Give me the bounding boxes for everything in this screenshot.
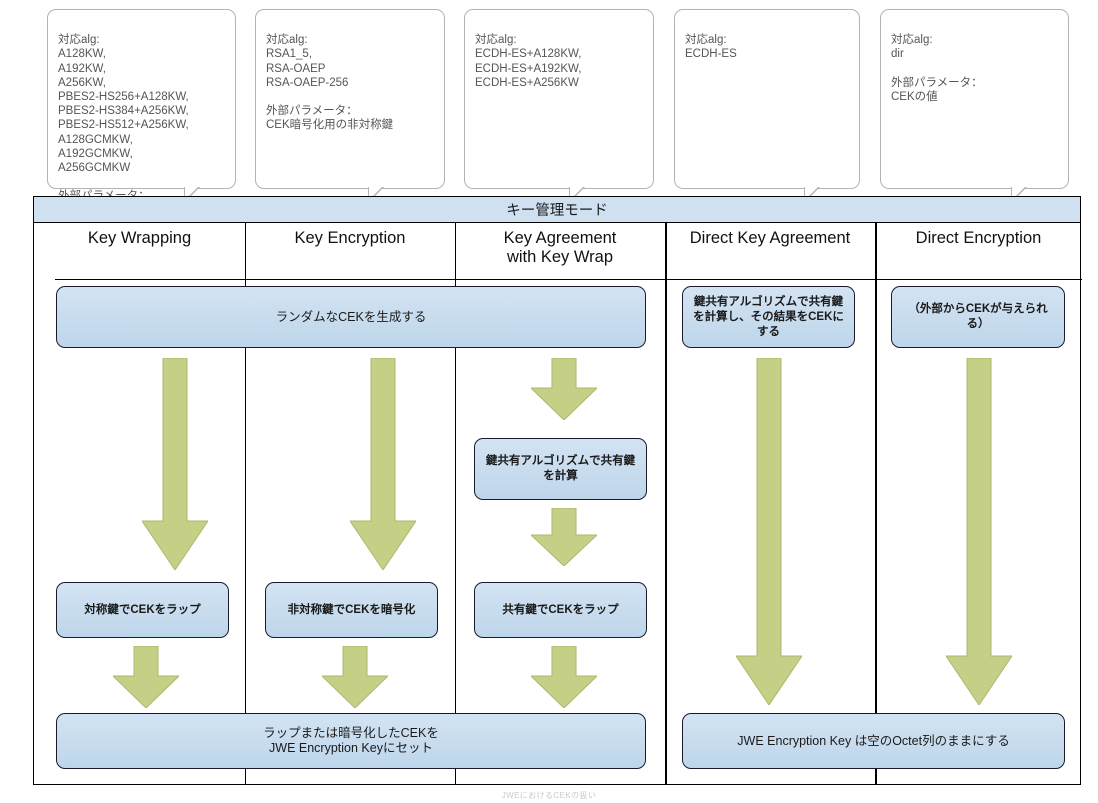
arrow-direct-encryption — [946, 358, 1012, 705]
title-underline-5 — [875, 279, 1082, 280]
title-underline-1 — [55, 279, 245, 280]
arrow-direct-key-agreement — [736, 358, 802, 705]
arrow-key-agreement-1 — [531, 358, 597, 420]
box-wrap-with-symmetric: 対称鍵でCEKをラップ — [56, 582, 229, 638]
box-set-jwe-encryption-key: ラップまたは暗号化したCEKを JWE Encryption Keyにセット — [56, 713, 646, 769]
title-underline-4 — [665, 279, 875, 280]
box-label: （外部からCEKが与えられ る） — [908, 303, 1048, 330]
column-title-key-encryption: Key Encryption — [245, 223, 455, 279]
diagram-title-bar: キー管理モード — [34, 197, 1080, 223]
box-encrypt-with-asymmetric: 非対称鍵でCEKを暗号化 — [265, 582, 438, 638]
callout-direct-encryption: 対応alg: dir 外部パラメータ： CEKの値 — [880, 9, 1069, 203]
title-underline-2 — [245, 279, 455, 280]
column-title-text: Key Encryption — [294, 229, 406, 247]
box-empty-jwe-encryption-key: JWE Encryption Key は空のOctet列のままにする — [682, 713, 1065, 769]
column-separator-3 — [665, 223, 667, 784]
box-compute-shared-key: 鍵共有アルゴリズムで共有鍵 を計算 — [474, 438, 647, 500]
callout-text: 対応alg: ECDH-ES+A128KW, ECDH-ES+A192KW, E… — [475, 34, 582, 89]
column-title-key-agreement-with-key-wrap: Key Agreement with Key Wrap — [455, 223, 665, 279]
key-management-mode-frame: キー管理モード Key Wrapping Key Encryption Key … — [33, 196, 1082, 785]
arrow-key-encryption-1 — [350, 358, 416, 570]
column-title-direct-key-agreement: Direct Key Agreement — [665, 223, 875, 279]
arrow-key-encryption-2 — [322, 646, 388, 708]
column-title-key-wrapping: Key Wrapping — [34, 223, 245, 279]
box-label: JWE Encryption Key は空のOctet列のままにする — [737, 733, 1010, 748]
bottom-caption: JWEにおけるCEKの扱い — [501, 791, 597, 800]
callout-key-encryption: 対応alg: RSA1_5, RSA-OAEP RSA-OAEP-256 外部パ… — [255, 9, 445, 203]
column-title-text: Direct Encryption — [915, 229, 1042, 247]
callout-text: 対応alg: ECDH-ES — [685, 34, 737, 61]
box-label: 対称鍵でCEKをラップ — [84, 603, 201, 616]
column-title-direct-encryption: Direct Encryption — [875, 223, 1082, 279]
arrow-key-agreement-3 — [531, 646, 597, 708]
callout-text: 対応alg: RSA1_5, RSA-OAEP RSA-OAEP-256 外部パ… — [266, 34, 394, 132]
arrow-key-wrapping-1 — [142, 358, 208, 570]
callout-text: 対応alg: dir 外部パラメータ： CEKの値 — [891, 34, 983, 104]
arrow-key-wrapping-2 — [113, 646, 179, 708]
callout-direct-key-agreement: 対応alg: ECDH-ES — [674, 9, 860, 203]
callout-key-wrapping: 対応alg: A128KW, A192KW, A256KW, PBES2-HS2… — [47, 9, 236, 217]
box-label: ランダムなCEKを生成する — [275, 309, 427, 324]
callout-text: 対応alg: A128KW, A192KW, A256KW, PBES2-HS2… — [58, 34, 189, 216]
box-label: 鍵共有アルゴリズムで共有鍵 を計算し、その結果をCEKに する — [693, 295, 844, 338]
callout-key-agreement-with-key-wrap: 対応alg: ECDH-ES+A128KW, ECDH-ES+A192KW, E… — [464, 9, 654, 203]
arrow-key-agreement-2 — [531, 508, 597, 566]
box-generate-cek: ランダムなCEKを生成する — [56, 286, 646, 348]
box-wrap-with-shared: 共有鍵でCEKをラップ — [474, 582, 647, 638]
column-title-text: Key Wrapping — [87, 229, 192, 247]
column-separator-2 — [455, 223, 456, 784]
box-label: ラップまたは暗号化したCEKを JWE Encryption Keyにセット — [263, 726, 439, 755]
column-title-text: Key Agreement with Key Wrap — [503, 229, 617, 266]
column-separator-4 — [875, 223, 877, 784]
column-title-text: Direct Key Agreement — [689, 229, 851, 247]
box-label: 共有鍵でCEKをラップ — [502, 603, 619, 616]
title-underline-3 — [455, 279, 665, 280]
box-compute-shared-key-as-cek: 鍵共有アルゴリズムで共有鍵 を計算し、その結果をCEKに する — [682, 286, 855, 348]
box-label: 鍵共有アルゴリズムで共有鍵 を計算 — [485, 455, 636, 482]
box-label: 非対称鍵でCEKを暗号化 — [287, 603, 416, 616]
page-title: キー管理モード — [506, 203, 608, 219]
column-separator-1 — [245, 223, 246, 784]
box-cek-given-externally: （外部からCEKが与えられ る） — [891, 286, 1065, 348]
